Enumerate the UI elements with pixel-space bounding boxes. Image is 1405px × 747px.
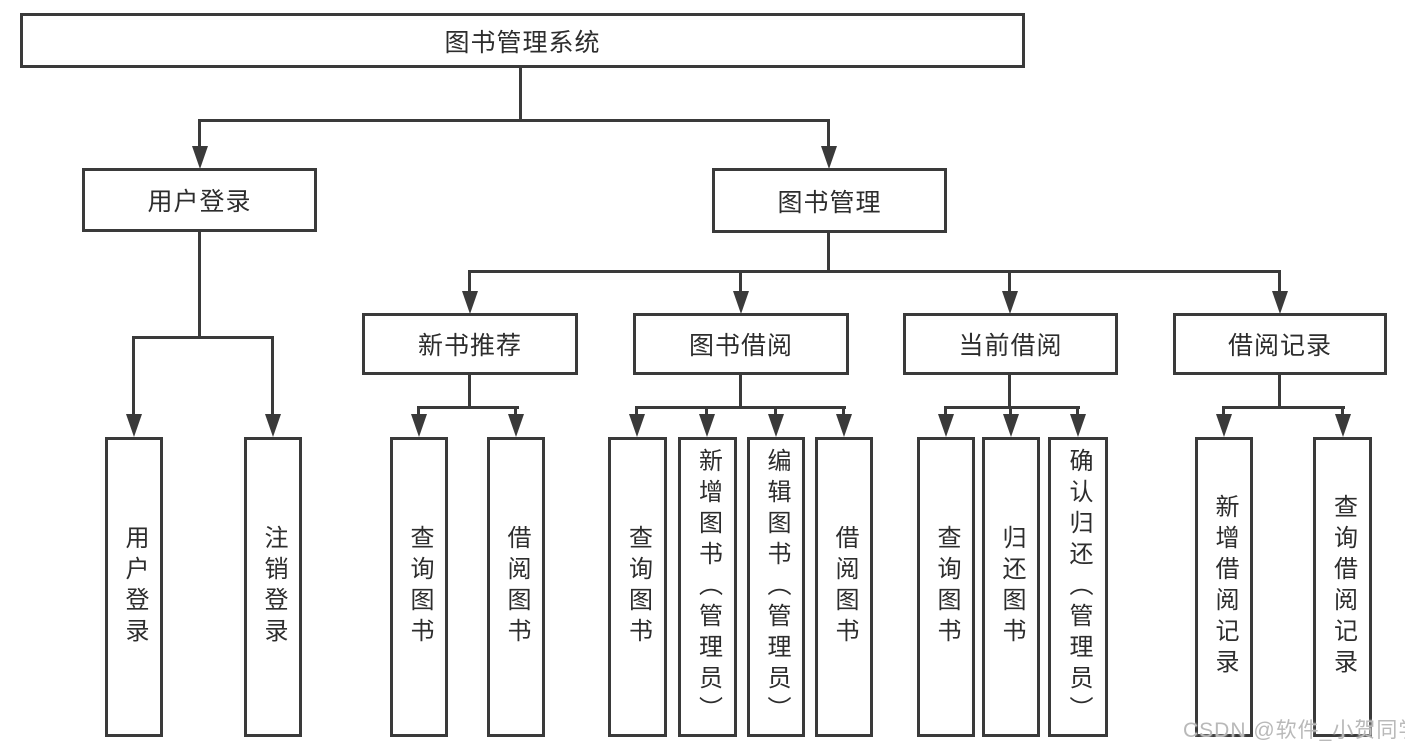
arrow-down-icon [699, 414, 715, 437]
connector [468, 270, 1281, 273]
connector [271, 337, 274, 416]
node-book-borrow-label: 图书借阅 [688, 332, 793, 360]
connector [198, 119, 830, 122]
connector [1278, 374, 1281, 408]
connector [827, 231, 830, 273]
leaf-br-query-record: 查询借阅记录 [1313, 437, 1372, 737]
connector [1008, 374, 1011, 408]
connector [417, 406, 519, 409]
connector [198, 120, 201, 148]
leaf-logout-label: 注销登录 [260, 525, 287, 649]
leaf-bb-add-book-label: 新增图书（管理员） [694, 447, 722, 727]
leaf-br-query-record-label: 查询借阅记录 [1329, 494, 1357, 680]
connector [514, 406, 517, 417]
connector [944, 406, 1080, 409]
arrow-down-icon [126, 414, 142, 437]
connector [739, 270, 742, 293]
arrow-down-icon [1003, 414, 1019, 437]
arrow-down-icon [192, 146, 208, 169]
leaf-bb-borrow-book-label: 借阅图书 [831, 525, 858, 649]
leaf-bb-edit-book-label: 编辑图书（管理员） [763, 447, 790, 727]
leaf-nbr-borrow-book-label: 借阅图书 [503, 525, 530, 649]
node-book-management-label: 图书管理 [777, 188, 882, 217]
leaf-nbr-query-book: 查询图书 [390, 437, 448, 737]
connector [842, 406, 845, 417]
node-root: 图书管理系统 [20, 13, 1025, 68]
arrow-down-icon [1070, 414, 1086, 437]
connector [1222, 406, 1225, 417]
connector [198, 231, 201, 338]
connector [468, 374, 471, 408]
connector [827, 120, 830, 148]
leaf-cb-return-book-label: 归还图书 [998, 525, 1025, 649]
arrow-down-icon [768, 414, 784, 437]
connector [468, 270, 471, 293]
arrow-down-icon [733, 291, 749, 314]
leaf-cb-return-book: 归还图书 [982, 437, 1040, 737]
leaf-bb-query-book-label: 查询图书 [624, 525, 652, 649]
leaf-bb-query-book: 查询图书 [608, 437, 667, 737]
leaf-nbr-query-book-label: 查询图书 [406, 525, 433, 649]
node-new-book-recommend: 新书推荐 [362, 313, 578, 375]
leaf-cb-confirm-return: 确认归还（管理员） [1048, 437, 1108, 737]
connector [1278, 270, 1281, 293]
leaf-bb-borrow-book: 借阅图书 [815, 437, 873, 737]
connector [774, 406, 777, 417]
connector [635, 406, 846, 409]
leaf-nbr-borrow-book: 借阅图书 [487, 437, 545, 737]
arrow-down-icon [938, 414, 954, 437]
watermark: CSDN @软件_小贺同学 [1183, 719, 1405, 742]
arrow-down-icon [1272, 291, 1288, 314]
leaf-bb-edit-book: 编辑图书（管理员） [747, 437, 805, 737]
arrow-down-icon [265, 414, 281, 437]
arrow-down-icon [1335, 414, 1351, 437]
arrow-down-icon [836, 414, 852, 437]
arrow-down-icon [508, 414, 524, 437]
node-user-login: 用户登录 [82, 168, 317, 232]
node-book-borrow: 图书借阅 [633, 313, 849, 375]
arrow-down-icon [1216, 414, 1232, 437]
arrow-down-icon [821, 146, 837, 169]
connector [705, 406, 708, 417]
arrow-down-icon [462, 291, 478, 314]
arrow-down-icon [1002, 291, 1018, 314]
leaf-cb-query-book: 查询图书 [917, 437, 975, 737]
connector [944, 406, 947, 417]
leaf-cb-confirm-return-label: 确认归还（管理员） [1065, 447, 1092, 727]
node-borrow-record: 借阅记录 [1173, 313, 1387, 375]
connector [1076, 406, 1079, 417]
leaf-user-login: 用户登录 [105, 437, 163, 737]
leaf-cb-query-book-label: 查询图书 [933, 525, 960, 649]
arrow-down-icon [629, 414, 645, 437]
connector [417, 406, 420, 417]
leaf-br-add-record-label: 新增借阅记录 [1211, 494, 1238, 680]
connector [1008, 270, 1011, 293]
connector [739, 374, 742, 408]
node-current-borrow: 当前借阅 [903, 313, 1118, 375]
connector [132, 337, 135, 416]
connector [1009, 406, 1012, 417]
connector [1222, 406, 1345, 409]
leaf-logout: 注销登录 [244, 437, 302, 737]
leaf-user-login-label: 用户登录 [121, 525, 148, 649]
leaf-br-add-record: 新增借阅记录 [1195, 437, 1253, 737]
node-book-management: 图书管理 [712, 168, 947, 233]
arrow-down-icon [411, 414, 427, 437]
node-root-label: 图书管理系统 [444, 28, 601, 57]
connector [1341, 406, 1344, 417]
node-current-borrow-label: 当前借阅 [958, 332, 1063, 360]
connector [519, 68, 522, 122]
connector [132, 336, 274, 339]
node-borrow-record-label: 借阅记录 [1227, 332, 1332, 360]
leaf-bb-add-book: 新增图书（管理员） [678, 437, 737, 737]
node-new-book-recommend-label: 新书推荐 [417, 332, 522, 360]
node-user-login-label: 用户登录 [147, 188, 252, 216]
connector [635, 406, 638, 417]
